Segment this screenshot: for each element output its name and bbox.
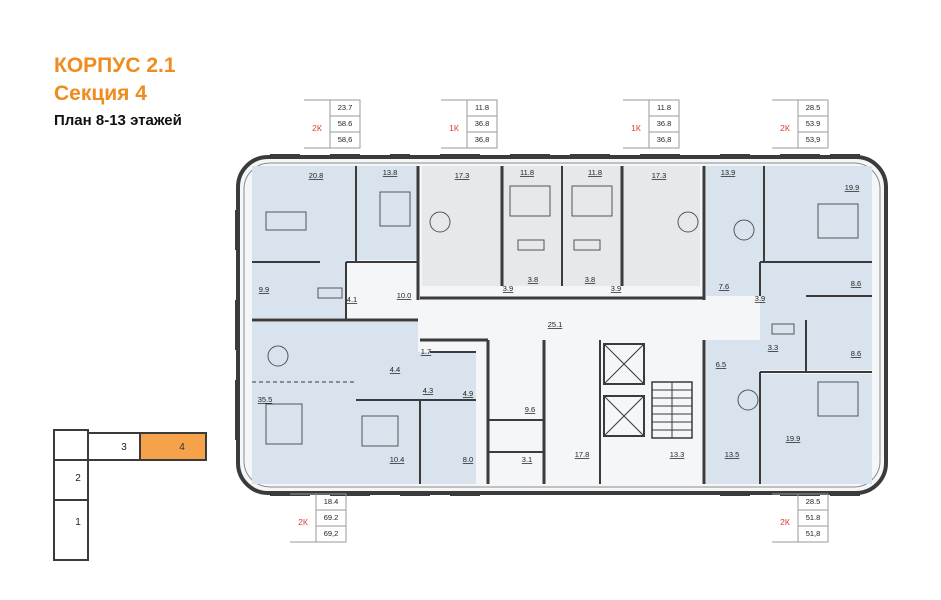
room-label: 4.3 (423, 386, 433, 395)
room-label: 11.8 (588, 168, 602, 177)
room-label: 9.9 (259, 285, 269, 294)
room-label: 3.9 (755, 294, 765, 303)
key-plan: 1 2 3 4 (53, 429, 207, 561)
room-label: 7.6 (719, 282, 729, 291)
room-label: 11.8 (520, 168, 534, 177)
room-label: 3.8 (528, 275, 538, 284)
corridor (420, 300, 710, 340)
total-area: 36.8 (475, 119, 490, 128)
key-section-3: 3 (121, 442, 127, 453)
room-label: 4.1 (347, 295, 357, 304)
room-label: 19.9 (786, 434, 801, 443)
room-label: 8.0 (463, 455, 473, 464)
apartment-area-top-left (252, 166, 418, 318)
living-area: 23.7 (338, 103, 353, 112)
room-label: 10.0 (397, 291, 412, 300)
total-area-alt: 53,9 (806, 135, 821, 144)
plan-title: План 8-13 этажей (54, 112, 182, 129)
key-section-2: 2 (75, 473, 81, 484)
apartment-info-top-4: 2К 28.5 53.9 53,9 (772, 99, 829, 149)
living-area: 11.8 (657, 103, 671, 112)
room-label: 3.8 (585, 275, 595, 284)
apartment-type: 1К (631, 123, 641, 133)
room-label: 10.4 (390, 455, 405, 464)
apartment-areas (252, 166, 872, 484)
room-labels: 20.8 13.8 17.3 11.8 11.8 17.3 13.9 19.9 … (258, 168, 862, 464)
room-label: 35.5 (258, 395, 273, 404)
room-label: 17.3 (652, 171, 667, 180)
total-area-alt: 36,8 (475, 135, 490, 144)
room-label: 4.4 (390, 365, 400, 374)
apartment-type: 2К (780, 123, 790, 133)
key-section-1: 1 (75, 517, 81, 528)
total-area-alt: 58,6 (338, 135, 353, 144)
room-label: 17.8 (575, 450, 590, 459)
room-label: 13.5 (725, 450, 740, 459)
apartment-info-bottom-1: 2К 18.4 69.2 69,2 (290, 493, 347, 543)
room-label: 4.9 (463, 389, 473, 398)
apartment-type: 2К (780, 517, 790, 527)
room-label: 13.3 (670, 450, 685, 459)
total-area: 69.2 (324, 513, 339, 522)
apartment-area-1k-right (622, 166, 700, 286)
apartment-info-top-2: 1К 11.8 36.8 36,8 (441, 99, 498, 149)
apartment-area-center-a (502, 166, 562, 286)
room-label: 13.8 (383, 168, 398, 177)
total-area: 58.6 (338, 119, 353, 128)
room-label: 13.9 (721, 168, 736, 177)
room-label: 17.3 (455, 171, 470, 180)
apartment-area-bottom-right (706, 340, 872, 484)
room-label: 1.7 (421, 347, 431, 356)
living-area: 28.5 (806, 497, 821, 506)
living-area: 18.4 (324, 497, 339, 506)
room-label: 25.1 (548, 320, 563, 329)
stairwell (603, 343, 693, 439)
room-label: 3.9 (611, 284, 621, 293)
apartment-area-1k-left (422, 166, 502, 286)
total-area-alt: 36,8 (657, 135, 672, 144)
apartment-type: 2К (312, 123, 322, 133)
room-label: 8.6 (851, 279, 861, 288)
room-label: 8.6 (851, 349, 861, 358)
room-label: 3.3 (768, 343, 778, 352)
room-label: 6.5 (716, 360, 726, 369)
apartment-area-center-b (562, 166, 622, 286)
apartment-type: 1К (449, 123, 459, 133)
total-area-alt: 69,2 (324, 529, 339, 538)
apartment-info-top-3: 1К 11.8 36.8 36,8 (623, 99, 680, 149)
apartment-info-bottom-2: 2К 28.5 51.8 51,8 (772, 493, 829, 543)
total-area: 53.9 (806, 119, 821, 128)
living-area: 11.8 (475, 103, 489, 112)
building-title: КОРПУС 2.1 (54, 54, 176, 77)
apartment-type: 2К (298, 517, 308, 527)
title-block: КОРПУС 2.1 Секция 4 План 8-13 этажей (54, 52, 182, 132)
section-title: Секция 4 (54, 82, 147, 105)
furniture (265, 185, 859, 447)
room-label: 3.9 (503, 284, 513, 293)
key-section-4: 4 (179, 442, 185, 453)
apartment-info-top-1: 2К 23.7 58.6 58,6 (304, 99, 361, 149)
total-area: 36.8 (657, 119, 672, 128)
living-area: 28.5 (806, 103, 821, 112)
total-area-alt: 51,8 (806, 529, 821, 538)
total-area: 51.8 (806, 513, 821, 522)
room-label: 9.6 (525, 405, 535, 414)
apartment-area-top-right (706, 166, 872, 370)
key-plan-current-section (139, 432, 207, 461)
room-label: 19.9 (845, 183, 860, 192)
room-label: 3.1 (522, 455, 532, 464)
walls (252, 166, 872, 484)
room-label: 20.8 (309, 171, 324, 180)
